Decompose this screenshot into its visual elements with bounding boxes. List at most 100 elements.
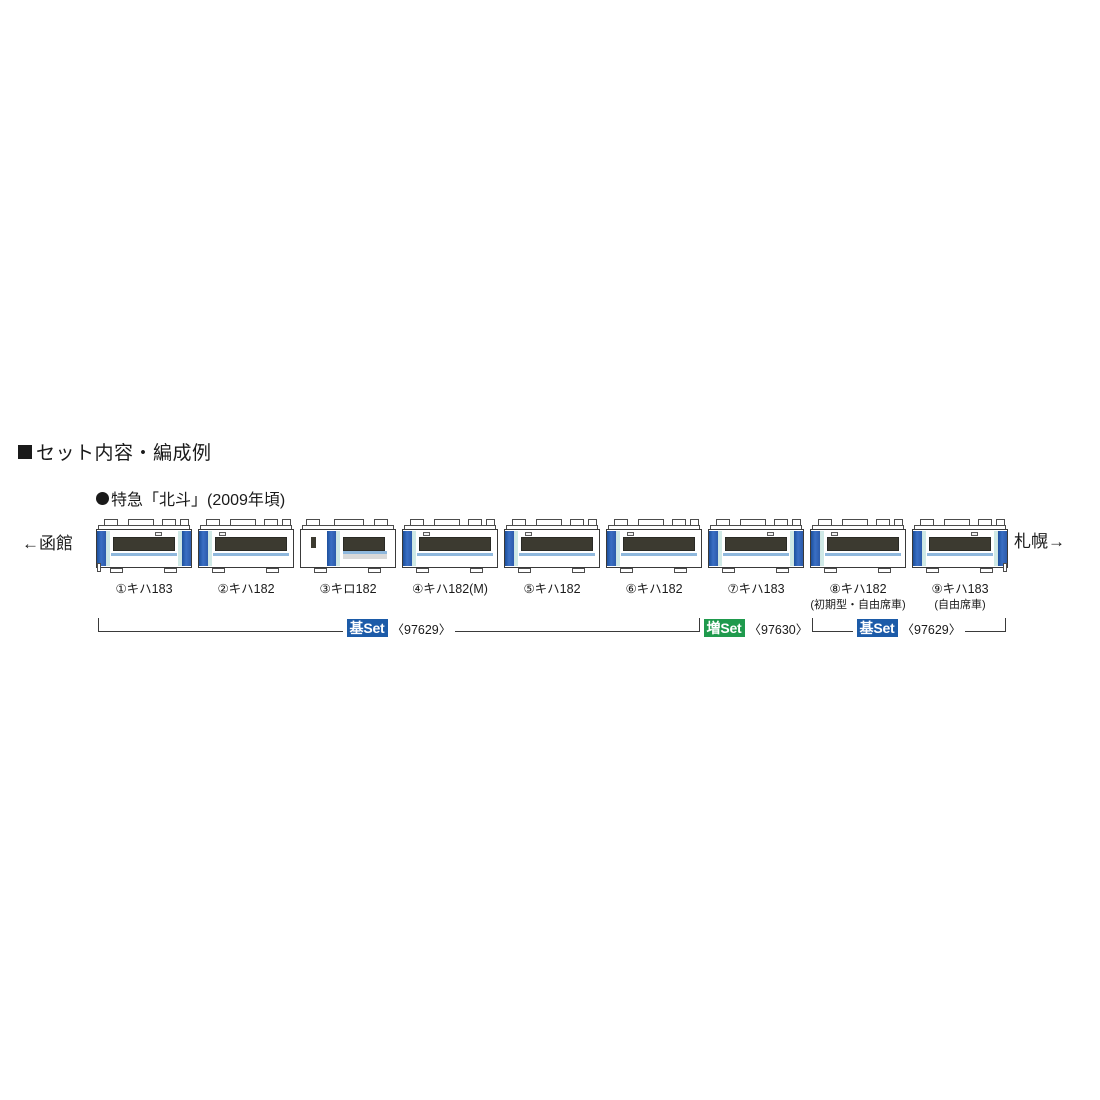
train-car-8 [810,516,906,578]
car-window-band [419,537,491,551]
car-body [810,529,906,568]
terminus-label-right: 札幌→ [1014,532,1065,551]
car-roof-vent [410,519,424,526]
car-blue-panel [403,531,413,566]
car-body [96,529,192,568]
car-roof-vent [162,519,176,526]
car-body-stripe [621,553,697,556]
car-caption-label: ②キハ182 [217,582,275,596]
set-badge-word: Set [873,620,895,636]
car-blue-panel [199,531,209,566]
car-caption: ⑧キハ182 (初期型・自由席車) [788,582,928,613]
train-car-5 [504,516,600,578]
car-bogie [722,568,735,573]
car-body-stripe [343,551,387,554]
car-roof-vent [978,519,992,526]
set-badge-base: 基Set 〈97629〉 [852,618,966,638]
car-roof-marker [525,532,532,536]
car-lower-panel [343,552,387,559]
car-blue-panel [607,531,617,566]
car-roof-vent [842,519,868,526]
car-window-band [215,537,287,551]
car-blue-panel [97,531,107,566]
car-blue-panel [793,531,803,566]
car-caption-label: ⑧キハ182 [829,582,887,596]
car-blue-panel [505,531,515,566]
car-bogie [824,568,837,573]
car-roof-vent [230,519,256,526]
bracket-tick-left [98,618,99,632]
train-car-3 [300,516,396,578]
car-caption: ③キロ182 [278,582,418,598]
car-caption: ②キハ182 [176,582,316,598]
train-consist-diagram [96,516,1008,578]
car-roof-vent [876,519,890,526]
car-accent-stripe [994,531,997,566]
car-accent-stripe [719,531,722,566]
car-bogie [470,568,483,573]
car-body [606,529,702,568]
car-roof-marker [767,532,774,536]
car-roof-vent [638,519,664,526]
set-badge-chip: 基Set [856,619,898,637]
car-accent-stripe [790,531,793,566]
set-badge-chip: 増Set [703,619,745,637]
car-caption: ⑨キハ183 (自由席車) [890,582,1030,613]
car-accent-stripe [337,531,340,566]
car-blue-panel [327,531,337,566]
car-roof-vent [894,519,903,526]
car-roof-vent [434,519,460,526]
car-bogie [572,568,585,573]
car-roof-vent [334,519,364,526]
car-blue-panel [997,531,1007,566]
car-blue-panel [709,531,719,566]
formation-title: 特急「北斗」(2009年頃) [96,486,285,510]
car-roof-vent [740,519,766,526]
car-body-stripe [111,553,177,556]
car-roof-vent [570,519,584,526]
car-roof-vent [128,519,154,526]
set-badge-kanji: 増 [706,620,721,636]
car-caption: ⑤キハ182 [482,582,622,598]
set-badge-word: Set [363,620,385,636]
car-window-band [827,537,899,551]
car-accent-stripe [178,531,181,566]
set-badge-code: 〈97629〉 [391,622,452,637]
car-window-band [623,537,695,551]
car-caption: ④キハ182(M) [380,582,520,598]
car-accent-stripe [413,531,416,566]
car-bogie [980,568,993,573]
train-car-9 [912,516,1008,578]
car-caption-label: ⑥キハ182 [625,582,683,596]
car-blue-panel [181,531,191,566]
car-roof-vent [180,519,189,526]
car-accent-stripe [107,531,110,566]
car-roof-vent [716,519,730,526]
set-badge-add: 増Set 〈97630〉 [699,618,813,638]
car-roof-marker [155,532,162,536]
car-roof-vent [774,519,788,526]
car-roof-vent [944,519,970,526]
car-body-stripe [825,553,901,556]
car-roof-vent [104,519,118,526]
car-bogie [212,568,225,573]
car-caption-sub: (初期型・自由席車) [810,599,906,611]
car-window-band [929,537,991,551]
set-badge-word: Set [720,620,742,636]
car-accent-stripe [617,531,620,566]
car-roof-marker [423,532,430,536]
set-badge-code: 〈97630〉 [748,622,809,637]
car-caption-label: ⑨キハ183 [931,582,989,596]
train-car-2 [198,516,294,578]
car-body-stripe [213,553,289,556]
car-body-stripe [417,553,493,556]
set-badge-kanji: 基 [349,620,364,636]
bracket-tick-right [1005,618,1006,632]
car-caption: ①キハ183 [74,582,214,598]
car-window-band [343,537,385,551]
set-badge-base: 基Set 〈97629〉 [342,618,456,638]
section-heading-text: セット内容・編成例 [36,443,212,464]
car-bogie [518,568,531,573]
car-body [912,529,1008,568]
car-roof-vent [614,519,628,526]
